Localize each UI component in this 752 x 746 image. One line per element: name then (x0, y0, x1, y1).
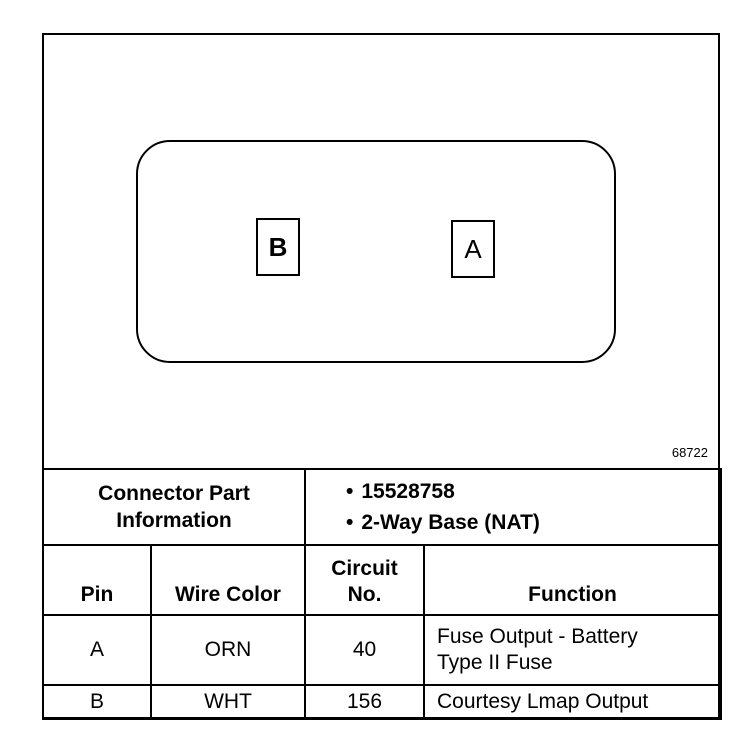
figure-reference-number: 68722 (671, 445, 708, 460)
cell-pin: A (42, 614, 152, 686)
connector-end-view-frame: B A 68722 Connector Part Information 155… (42, 33, 723, 720)
connector-part-label-line1: Connector Part (98, 482, 250, 505)
cell-circuit: 40 (304, 614, 425, 686)
cell-function: Courtesy Lmap Output (422, 684, 723, 720)
table-row: B WHT 156 Courtesy Lmap Output (42, 684, 723, 720)
cell-function: Fuse Output - Battery Type II Fuse (422, 614, 723, 686)
header-pin: Pin (42, 544, 152, 616)
table-header-row: Pin Wire Color Circuit No. Function (42, 544, 723, 616)
header-circuit-line2: No. (347, 583, 382, 606)
connector-info-table: Connector Part Information 15528758 2-Wa… (42, 468, 723, 720)
header-circuit-line1: Circuit (331, 557, 398, 580)
header-wire-color: Wire Color (150, 544, 306, 616)
connector-housing-outline (136, 140, 616, 363)
cell-pin: B (42, 684, 152, 720)
connector-part-info-row: Connector Part Information 15528758 2-Wa… (42, 468, 723, 546)
pin-cavity-b: B (256, 218, 300, 276)
header-circuit-no: Circuit No. (304, 544, 425, 616)
connector-diagram: B A 68722 (44, 35, 718, 468)
cell-wire-color: WHT (150, 684, 306, 720)
table-row: A ORN 40 Fuse Output - Battery Type II F… (42, 614, 723, 686)
pin-cavity-a: A (451, 220, 495, 278)
connector-part-label-line2: Information (116, 509, 232, 532)
function-line1: Fuse Output - Battery (437, 625, 638, 648)
cell-circuit: 156 (304, 684, 425, 720)
part-number: 15528758 (346, 476, 720, 507)
connector-description: 2-Way Base (NAT) (346, 507, 720, 538)
cell-wire-color: ORN (150, 614, 306, 686)
connector-part-info-values: 15528758 2-Way Base (NAT) (303, 468, 723, 546)
connector-part-info-label: Connector Part Information (42, 468, 306, 546)
header-function: Function (422, 544, 723, 616)
function-line2: Type II Fuse (437, 651, 553, 674)
